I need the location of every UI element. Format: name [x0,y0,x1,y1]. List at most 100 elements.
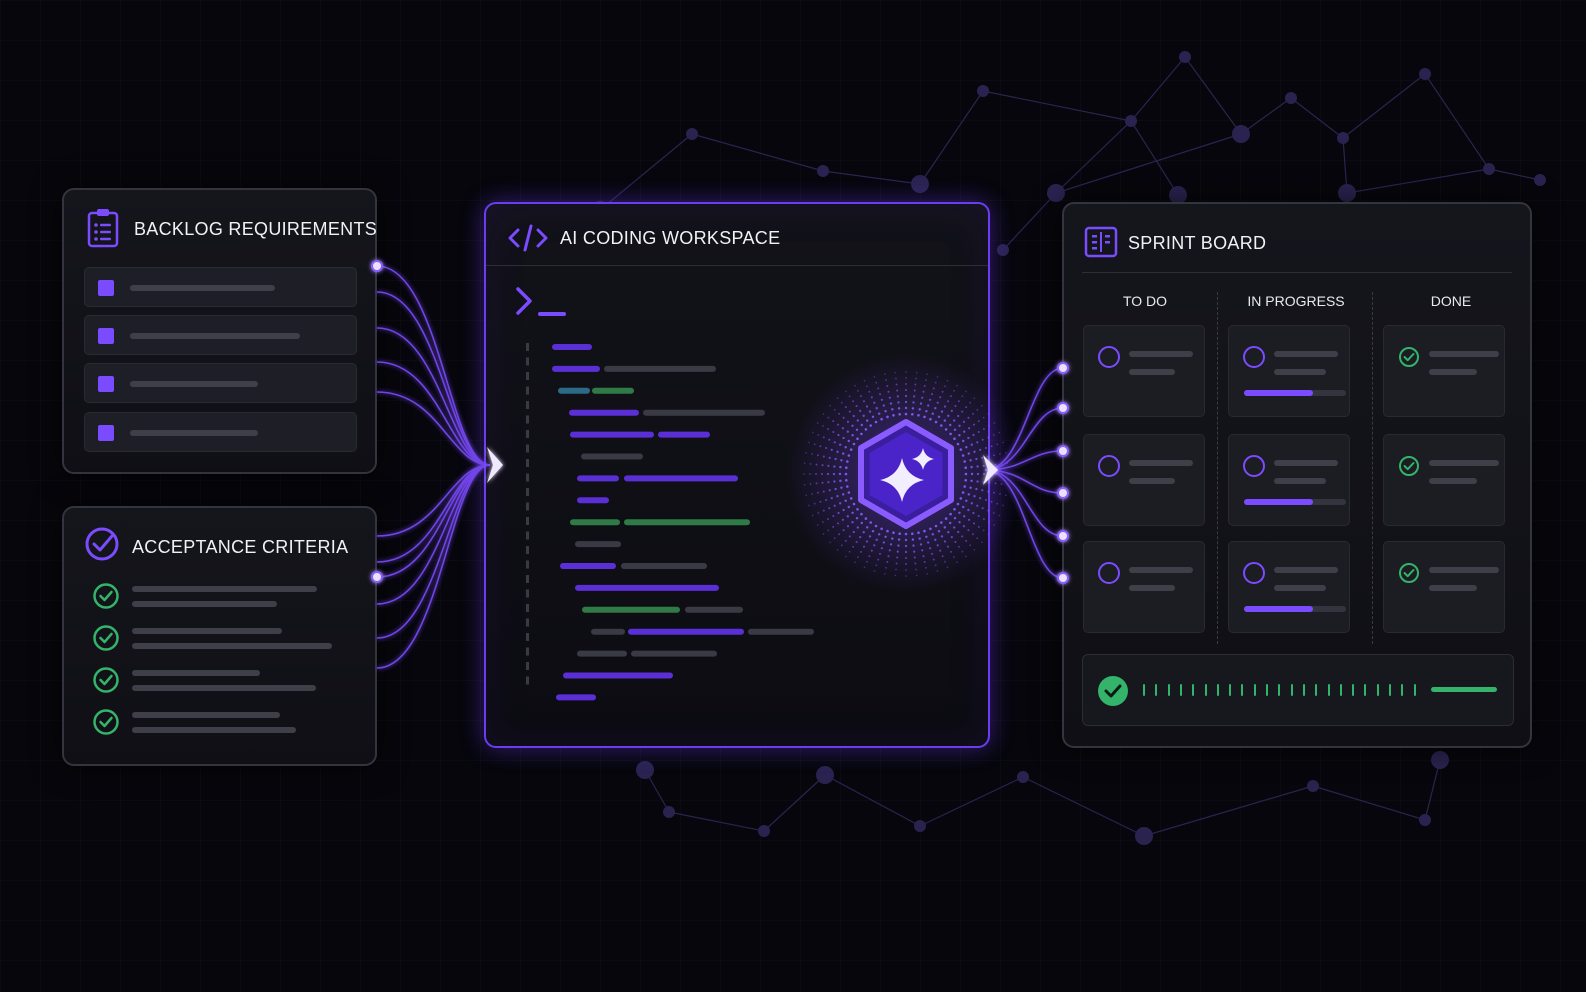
ai-spark-dot [969,459,972,462]
ai-spark-dot [886,529,889,533]
ai-spark-dot [826,472,830,476]
network-link [763,774,826,832]
network-link [982,90,1132,122]
task-card[interactable] [1228,325,1350,417]
indent-guide-dash [526,662,529,670]
placeholder-text-bar [1429,585,1477,591]
ai-spark-dot [970,465,973,469]
ai-spark-dot [860,521,864,525]
ai-spark-dot [961,535,964,538]
ai-spark-dot [977,525,980,528]
ai-spark-dot [964,466,967,469]
ai-spark-dot [967,529,970,532]
ai-spark-dot [845,479,848,482]
ai-spark-dot [892,414,895,417]
network-node [1232,125,1250,143]
backlog-item[interactable] [84,315,357,355]
ai-spark-dot [987,533,990,535]
ai-spark-dot [987,455,990,458]
ai-spark-dot [852,545,855,548]
task-card[interactable] [1228,434,1350,526]
ai-spark-dot [871,415,875,419]
network-node [1017,771,1029,783]
task-card[interactable] [1083,434,1205,526]
completion-tick [1352,684,1355,696]
task-card[interactable] [1383,434,1505,526]
ai-spark-dot [963,430,966,433]
completion-tick [1179,684,1182,696]
ai-spark-dot [827,481,830,484]
ai-spark-dot [975,457,978,461]
ai-spark-dot [875,407,878,410]
ai-spark-dot [926,373,929,376]
ai-spark-dot [943,405,947,408]
ai-spark-dot [815,482,818,485]
ai-spark-dot [982,472,986,476]
ai-spark-dot [965,390,967,393]
ai-spark-dot [936,570,939,572]
ai-spark-dot [838,472,842,476]
task-card[interactable] [1083,541,1205,633]
ai-spark-dot [816,422,819,424]
ai-spark-dot [862,531,865,534]
code-token [577,650,627,657]
ai-spark-dot [948,423,952,427]
ai-spark-dot [813,502,816,505]
backlog-item[interactable] [84,267,357,307]
ai-spark-dot [911,538,915,541]
backlog-title: BACKLOG REQUIREMENTS [134,219,378,239]
ai-spark-dot [967,508,970,512]
task-card[interactable] [1083,325,1205,417]
ai-spark-dot [834,457,837,461]
indent-guide-dash [526,604,529,612]
backlog-panel: BACKLOG REQUIREMENTS [62,188,377,474]
ai-spark-dot [914,562,917,565]
network-link [1290,97,1344,139]
network-link [1312,785,1426,821]
task-card[interactable] [1383,325,1505,417]
ai-spark-dot [840,459,843,462]
ai-spark-dot [815,463,818,466]
network-link [668,811,765,832]
network-node [817,165,829,177]
backlog-item[interactable] [84,363,357,403]
ai-spark-dot [832,514,835,518]
ai-spark-dot [934,524,938,528]
ai-spark-dot [946,400,950,403]
column-divider [1372,292,1373,644]
ai-spark-dot [822,425,824,427]
ai-spark-dot [846,430,849,433]
ai-spark-dot [988,472,992,476]
criteria-item[interactable] [90,624,350,654]
ai-spark-dot [856,419,859,422]
ai-spark-dot [805,451,808,454]
ai-spark-dot [999,453,1001,455]
ai-spark-dot [953,437,956,440]
ai-spark-dot [837,433,840,437]
ai-spark-dot [896,389,899,392]
backlog-item[interactable] [84,412,357,452]
ai-spark-dot [880,527,883,531]
ai-spark-dot [832,525,835,528]
criteria-item[interactable] [90,582,350,612]
progress-fill [1244,499,1314,505]
ai-spark-dot [961,454,965,457]
ai-spark-dot [862,545,866,548]
ai-spark-dot [860,432,863,436]
ai-spark-dot [947,414,950,417]
ai-spark-dot [934,564,937,567]
ai-spark-dot [841,452,845,455]
ai-spark-dot [904,400,908,404]
ai-spark-dot [848,535,851,538]
ai-sparkle-hexagon-icon [786,354,1026,594]
network-node [1307,780,1319,792]
criteria-item[interactable] [90,666,350,696]
completion-tick [1266,684,1268,696]
task-card[interactable] [1228,541,1350,633]
ai-spark-dot [957,530,960,534]
ai-spark-dot [884,409,887,413]
criteria-item[interactable] [90,708,350,738]
ai-spark-dot [905,563,907,565]
task-card[interactable] [1383,541,1505,633]
ai-spark-dot [851,424,854,427]
